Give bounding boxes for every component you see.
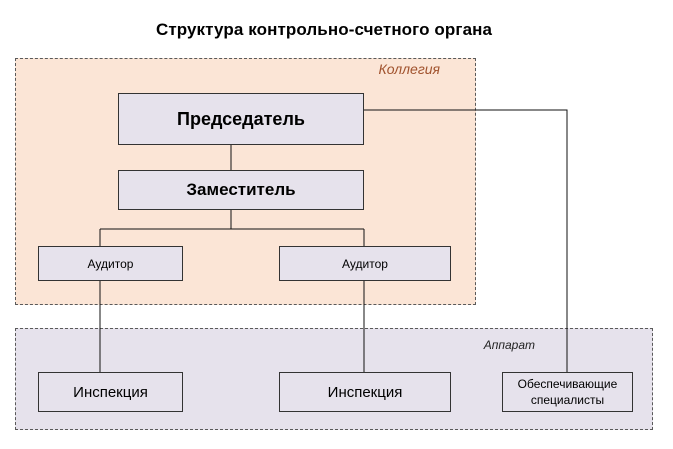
deputy-node: Заместитель [118, 170, 364, 210]
kollegiya-group-label: Коллегия [378, 61, 440, 77]
auditor-right-node: Аудитор [279, 246, 451, 281]
support-specialists-node: Обеспечивающие специалисты [502, 372, 633, 412]
inspection-left-node: Инспекция [38, 372, 183, 412]
inspection-right-node: Инспекция [279, 372, 451, 412]
auditor-left-node: Аудитор [38, 246, 183, 281]
apparat-group-label: Аппарат [483, 338, 535, 352]
diagram-title: Структура контрольно-счетного органа [155, 20, 493, 39]
chair-node: Председатель [118, 93, 364, 145]
